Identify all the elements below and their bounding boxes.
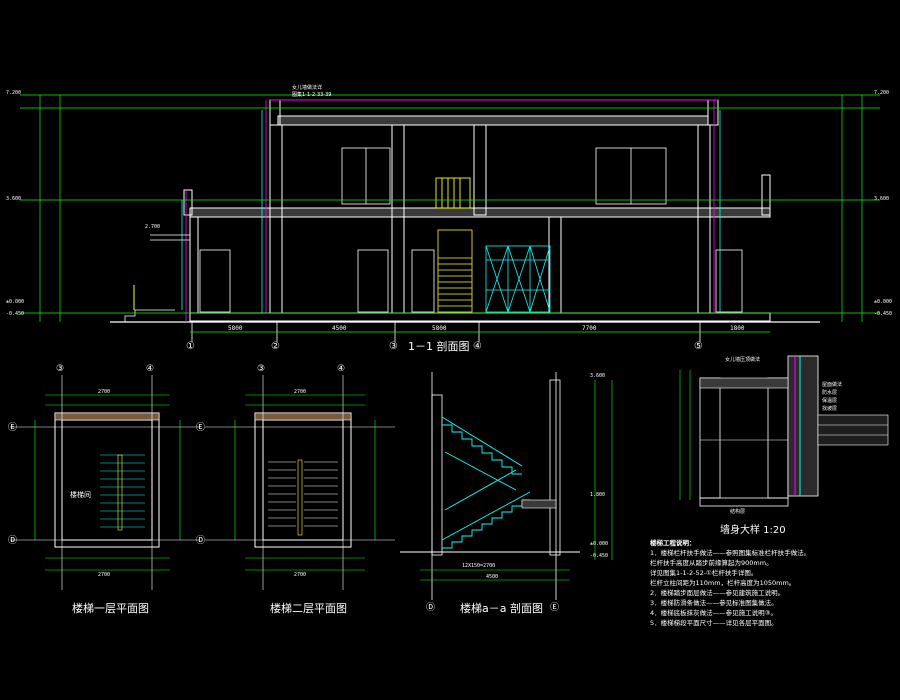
wall-outlines [181,110,721,313]
dimension-lines [20,94,880,333]
parapet-low-left [183,189,193,216]
parapet-low-right [761,174,771,216]
stair-plan-2 [205,375,395,590]
section-stair [437,229,473,313]
section-1-1 [20,94,880,342]
second-floor-slab [189,207,771,218]
entrance-canopy [115,234,190,323]
plan1-dims [34,394,181,571]
lower-door-3 [411,249,435,313]
upper-doors [341,147,667,205]
lower-door-4 [715,249,743,313]
column-outlines [185,100,715,322]
stair-flights [441,416,531,549]
plan2-treads [268,461,338,527]
stair-plan-1 [10,375,200,590]
stair-section-aa [400,372,613,600]
wall-detail [679,355,889,507]
upper-stair-window [435,177,471,209]
roof-slab [277,115,709,126]
plan2-dims [234,394,376,571]
lower-doors [199,249,743,313]
lower-door-2 [357,249,389,313]
plan1-treads [100,454,145,528]
glass-curtain [485,245,551,313]
stair-section-dims [420,380,613,581]
lower-door-1 [199,249,231,313]
column-axis-3b [473,124,487,216]
